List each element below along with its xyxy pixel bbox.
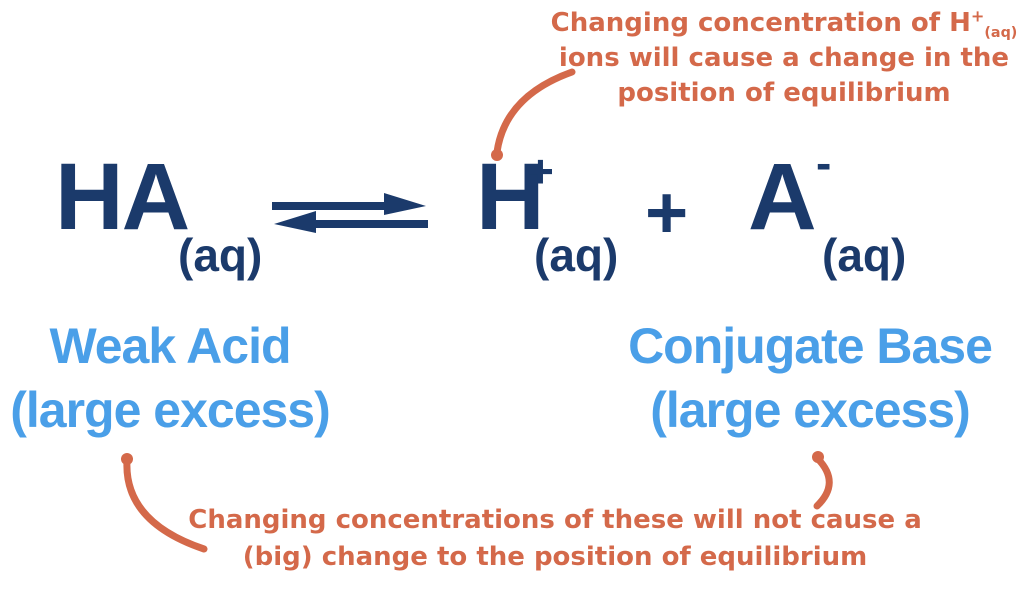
right-curve-endpoint-dot [812, 451, 824, 463]
equilibrium-arrows-icon [272, 193, 428, 233]
reactant-ha: HA [55, 144, 190, 250]
bottom-annotation: Changing concentrations of these will no… [155, 502, 955, 576]
a-state-subscript: (aq) [822, 229, 907, 281]
reactant-state-subscript: (aq) [178, 229, 263, 281]
a-charge-superscript: - [816, 137, 832, 189]
reverse-arrow-head [274, 211, 316, 233]
h-charge-superscript: + [527, 145, 554, 197]
bottom-annotation-line2: (big) change to the position of equilibr… [242, 542, 868, 572]
top-annotation-line1: Changing concentration of H+(aq) [550, 6, 1018, 42]
product-a-ion: A [748, 144, 817, 250]
weak-acid-label: Weak Acid (large excess) [0, 314, 340, 442]
weak-acid-label-line1: Weak Acid [49, 318, 291, 374]
conjugate-base-label: Conjugate Base (large excess) [612, 314, 1008, 442]
annotation-state-subscript: (aq) [984, 25, 1018, 42]
forward-arrow-head [384, 193, 426, 215]
h-state-subscript: (aq) [534, 229, 619, 281]
right-connector-curve [813, 455, 833, 510]
reverse-arrow-shaft [314, 220, 428, 228]
conjugate-base-label-line2: (large excess) [650, 382, 971, 438]
plus-sign: + [645, 171, 689, 254]
left-curve-endpoint-dot [121, 453, 133, 465]
top-annotation-line3: position of equilibrium [617, 78, 951, 108]
annotation-charge-superscript: + [970, 6, 985, 26]
product-h-ion: H [476, 144, 545, 250]
top-annotation-line2: ions will cause a change in the [558, 43, 1010, 73]
conjugate-base-label-line1: Conjugate Base [628, 318, 993, 374]
weak-acid-label-line2: (large excess) [10, 382, 331, 438]
bottom-annotation-line1: Changing concentrations of these will no… [188, 505, 922, 535]
equilibrium-equation: HA (aq) H + (aq) + A - (aq) [0, 140, 1024, 315]
top-annotation: Changing concentration of H+(aq) ions wi… [548, 6, 1020, 111]
forward-arrow-shaft [272, 202, 386, 210]
